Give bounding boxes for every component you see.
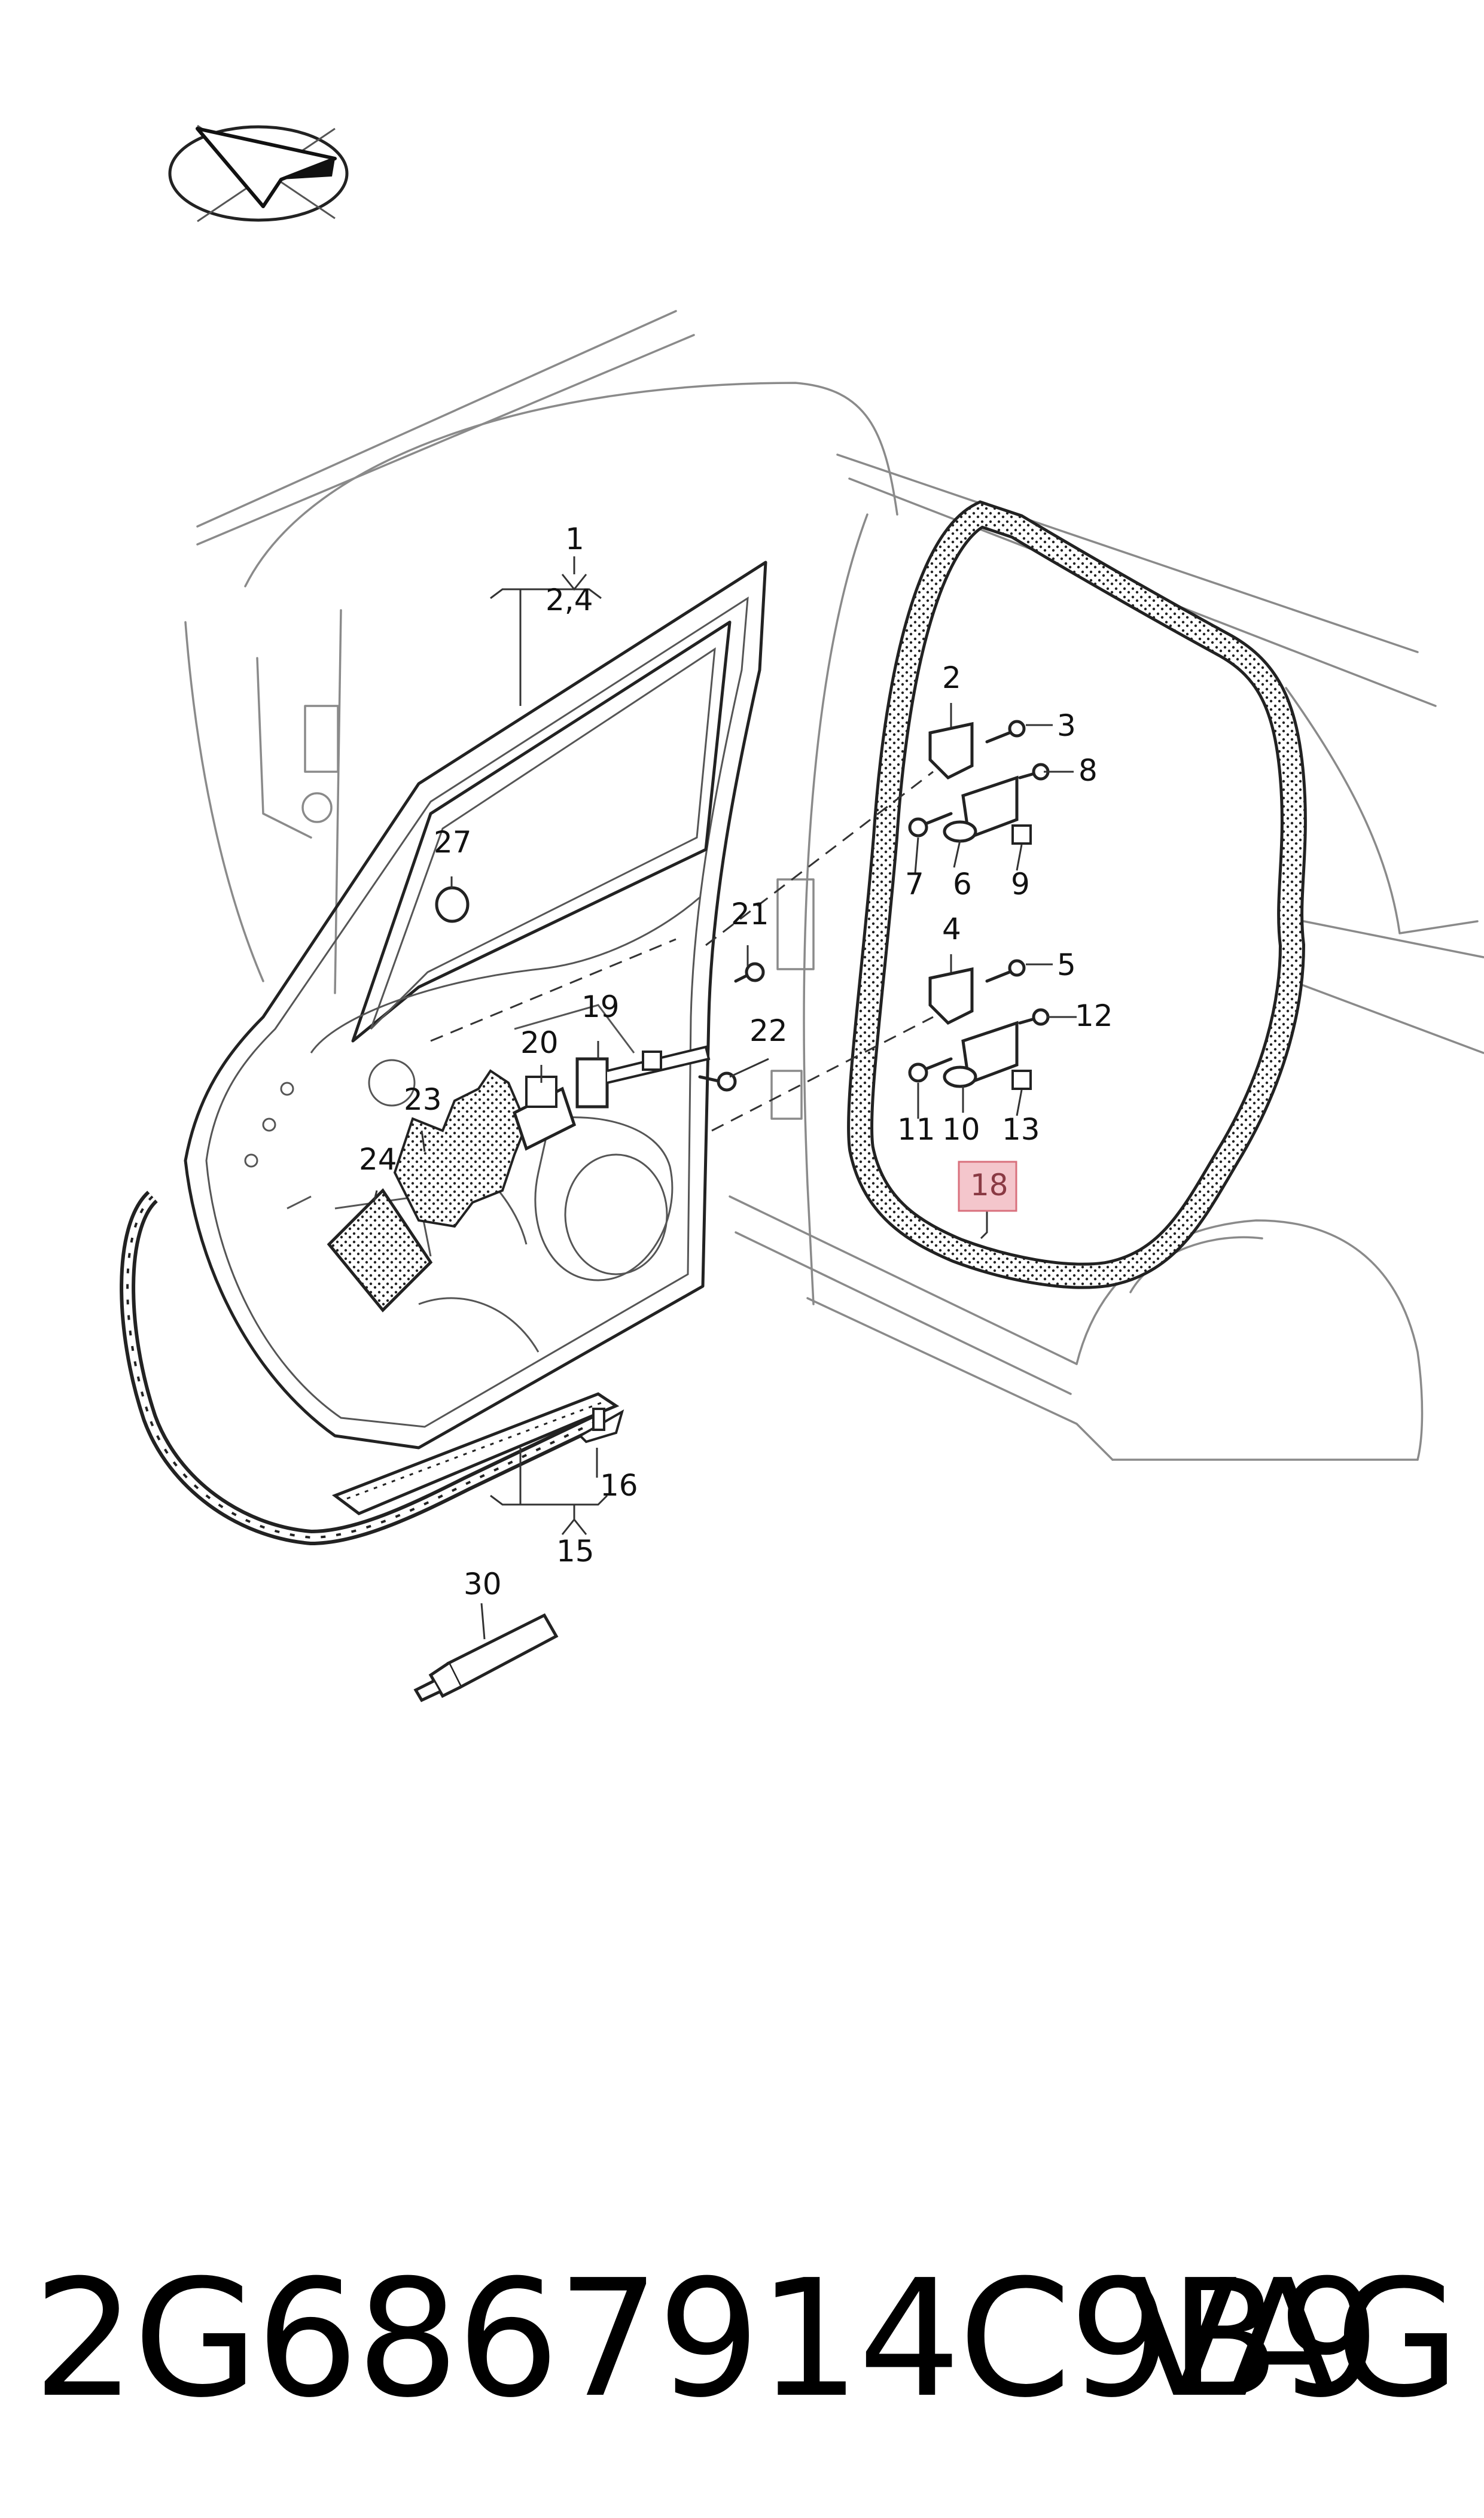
callout-22: 22 — [749, 1013, 788, 1048]
sound-insulation-24 — [327, 1188, 433, 1313]
callout-30: 30 — [464, 1567, 502, 1601]
part-number: 2G6867914C9B9 — [33, 2245, 1381, 2433]
callout-18: 18 — [970, 1168, 1008, 1202]
callout-16: 16 — [600, 1468, 638, 1503]
callout-8: 8 — [1078, 753, 1098, 788]
grommet-27 — [435, 886, 470, 923]
callout-18-highlight: 18 — [958, 1161, 1017, 1212]
sill-trim-strip — [331, 1392, 620, 1515]
callout-19: 19 — [581, 989, 620, 1024]
callout-23: 23 — [404, 1082, 442, 1117]
callout-7: 7 — [905, 867, 924, 902]
callout-21: 21 — [731, 897, 769, 931]
door-lock-20 — [512, 1076, 577, 1151]
orientation-compass-icon — [168, 124, 349, 223]
callout-labels: 1 2,4 2 3 4 5 6 7 8 9 10 11 12 13 15 16 … — [359, 522, 1113, 1601]
callout-leaders — [373, 556, 1077, 1640]
door-check-strap-19 — [575, 1045, 711, 1109]
callout-15: 15 — [556, 1534, 595, 1569]
callout-27: 27 — [434, 825, 472, 860]
callout-11: 11 — [897, 1112, 936, 1147]
callout-20: 20 — [520, 1025, 559, 1060]
vehicle-body-outline — [184, 310, 1484, 1461]
callout-9: 9 — [1011, 867, 1030, 902]
brand-label: VAG — [1127, 2245, 1460, 2433]
sound-insulation-23 — [393, 1069, 528, 1228]
door-shell — [184, 561, 767, 1450]
body-door-seal — [847, 500, 1307, 1289]
exploded-door-diagram: 1 2,4 2 3 4 5 6 7 8 9 10 11 12 13 15 16 … — [120, 124, 1484, 1703]
callout-12: 12 — [1075, 998, 1113, 1033]
lower-hinge-assembly — [908, 959, 1050, 1090]
callout-1: 1 — [565, 522, 584, 556]
callout-5: 5 — [1057, 948, 1076, 982]
bolt-21 — [734, 962, 765, 983]
callout-2: 2 — [942, 660, 961, 695]
clip-16 — [578, 1408, 624, 1444]
callout-10: 10 — [942, 1112, 980, 1147]
callout-3: 3 — [1057, 708, 1076, 743]
footer: 2G6867914C9B9 VAG — [0, 2249, 1484, 2429]
callout-24: 24 — [359, 1142, 397, 1177]
callout-1-sub: 2,4 — [546, 583, 593, 617]
callout-13: 13 — [1002, 1112, 1040, 1147]
bolt-22 — [698, 1071, 737, 1092]
callout-4: 4 — [942, 912, 961, 946]
door-seal-strip — [120, 1191, 608, 1546]
upper-hinge-assembly — [908, 720, 1050, 845]
callout-6: 6 — [953, 867, 972, 902]
sealant-tube-30 — [413, 1613, 559, 1703]
assembly-lines — [430, 771, 934, 1132]
